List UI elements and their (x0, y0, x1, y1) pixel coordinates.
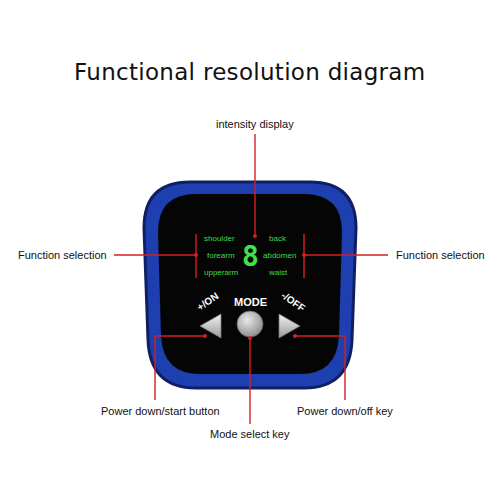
body-part-label: back (269, 234, 286, 243)
callout-label: Function selection (396, 249, 485, 262)
leader-dot (248, 336, 252, 340)
leader-line (304, 254, 388, 255)
minus-button (279, 314, 300, 338)
leader-dot (253, 234, 257, 238)
body-part-label: upperarm (204, 268, 238, 277)
leader-dot (203, 334, 207, 338)
diagram-title: Functional resolution diagram (74, 59, 425, 85)
callout-label: Mode select key (210, 428, 289, 441)
callout-label: intensity display (216, 118, 294, 131)
callout-label: Power down/start button (101, 405, 220, 418)
leader-dot (293, 334, 297, 338)
callout-label: Power down/off key (297, 405, 393, 418)
leader-line (155, 336, 205, 400)
leader-dot (302, 253, 306, 257)
plus-button (200, 314, 221, 338)
callout-label: Function selection (18, 249, 107, 262)
leader-line (249, 338, 250, 424)
body-part-label: shoulder (204, 234, 235, 243)
body-part-label: forearm (207, 251, 235, 260)
leader-line (114, 254, 196, 255)
body-part-label: abdomen (263, 251, 296, 260)
leader-dot (194, 253, 198, 257)
body-part-label: waist (269, 268, 287, 277)
mode-button (237, 311, 263, 337)
leader-line (254, 134, 255, 236)
leader-line (295, 336, 345, 400)
intensity-digit: 8 (242, 241, 259, 273)
button-label: MODE (234, 296, 267, 309)
